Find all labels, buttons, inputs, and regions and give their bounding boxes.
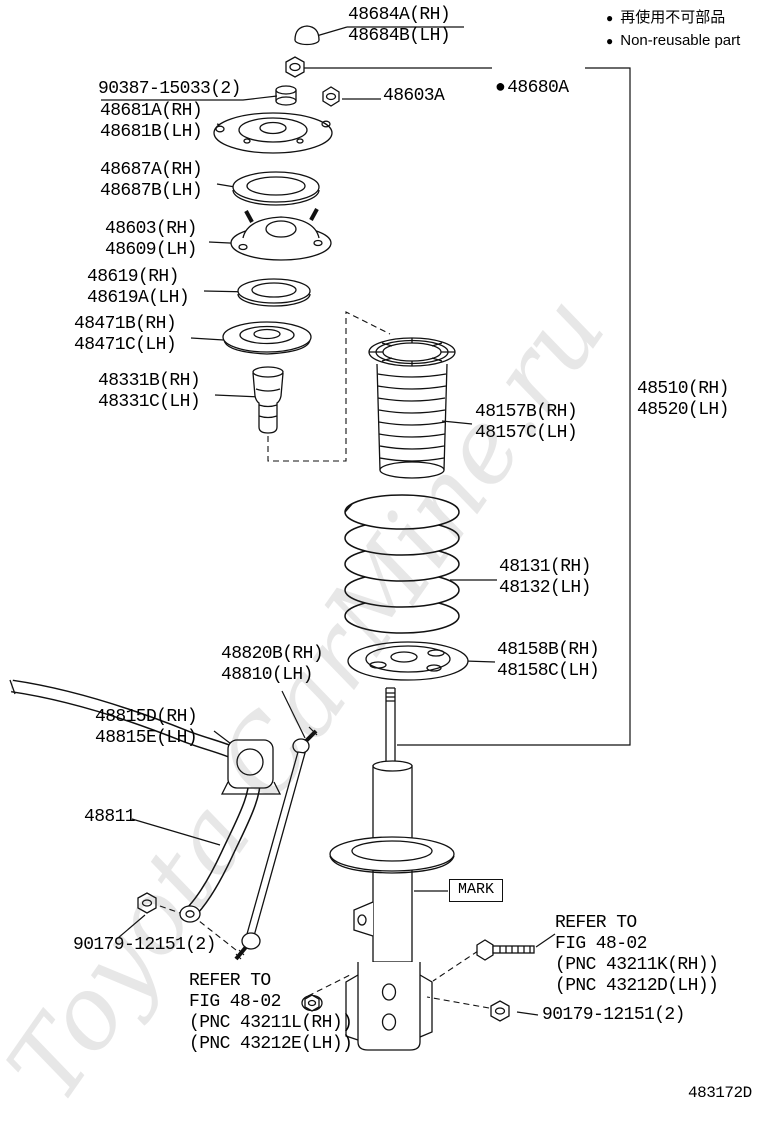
refer-note-left: REFER TO FIG 48-02 (PNC 43211L(RH)) (PNC… — [189, 971, 353, 1054]
bound-stopper-drawing — [252, 366, 284, 434]
part-number: 48680A — [507, 78, 569, 98]
dust-boot-drawing — [368, 337, 456, 479]
legend-row-en: ● Non-reusable part — [606, 29, 740, 52]
support-gasket-drawing — [232, 171, 320, 206]
knuckle-bolt-drawing — [476, 939, 535, 961]
part-label-stabilizer-bushing: 48815D(RH) 48815E(LH) — [95, 707, 198, 748]
part-label-dust-boot: 48157B(RH) 48157C(LH) — [475, 402, 578, 443]
part-label-strut-cap: 48684A(RH) 48684B(LH) — [348, 5, 451, 46]
part-label-nut-stabilizer: 90179-12151(2) — [73, 935, 216, 955]
suspension-support-drawing — [213, 112, 333, 154]
strut-lower-nut-drawing — [490, 1000, 510, 1022]
strut-cap-drawing — [294, 25, 320, 46]
washer-drawing — [275, 85, 297, 106]
support-nut-drawing — [285, 56, 305, 78]
part-label-support-nut: ●48680A — [495, 57, 569, 99]
legend: ● 再使用不可部品 ● Non-reusable part — [606, 6, 740, 52]
legend-jp-text: 再使用不可部品 — [620, 9, 726, 26]
figure-id: 483172D — [688, 1084, 752, 1102]
part-label-nut-48603a: 48603A — [383, 86, 445, 106]
spring-seat-lower-drawing — [347, 641, 469, 681]
legend-row-jp: ● 再使用不可部品 — [606, 6, 740, 29]
part-label-stabilizer-bar: 48811 — [84, 807, 136, 827]
non-reusable-dot-icon: ● — [606, 33, 614, 48]
support-sub-assy-drawing — [230, 208, 332, 261]
stabilizer-bushing-drawing — [220, 739, 282, 795]
non-reusable-dot-icon: ● — [495, 78, 506, 98]
part-label-support-sub-assy: 48603(RH) 48609(LH) — [105, 219, 197, 260]
part-label-suspension-support: 48681A(RH) 48681B(LH) — [100, 101, 203, 142]
part-label-spring-seat-upper: 48471B(RH) 48471C(LH) — [74, 314, 177, 355]
part-label-washer: 90387-15033(2) — [98, 79, 241, 99]
stabilizer-link-drawing — [234, 726, 318, 961]
stabilizer-nut-drawing — [137, 892, 157, 914]
knuckle-nut-drawing — [301, 994, 323, 1012]
bearing-drawing — [237, 278, 311, 307]
part-label-nut-strut-lower: 90179-12151(2) — [542, 1005, 685, 1025]
part-label-shock-absorber: 48510(RH) 48520(LH) — [637, 379, 729, 420]
part-label-bearing: 48619(RH) 48619A(LH) — [87, 267, 190, 308]
part-label-spring-seat-lower: 48158B(RH) 48158C(LH) — [497, 640, 600, 681]
legend-en-text: Non-reusable part — [620, 32, 741, 49]
part-label-support-gasket: 48687A(RH) 48687B(LH) — [100, 160, 203, 201]
shock-absorber-drawing — [329, 687, 455, 1051]
non-reusable-dot-icon: ● — [606, 10, 614, 25]
part-label-stabilizer-link: 48820B(RH) 48810(LH) — [221, 644, 324, 685]
part-label-coil-spring: 48131(RH) 48132(LH) — [499, 557, 591, 598]
mark-box: MARK — [449, 879, 504, 902]
refer-note-right: REFER TO FIG 48-02 (PNC 43211K(RH)) (PNC… — [555, 913, 719, 996]
spring-seat-upper-drawing — [222, 321, 312, 355]
nut-48603a-drawing — [322, 86, 340, 107]
shock-absorber-bracket-line — [397, 67, 631, 746]
coil-spring-drawing — [344, 494, 460, 634]
dashed-assembly-lines — [159, 311, 490, 1009]
part-label-bound-stopper: 48331B(RH) 48331C(LH) — [98, 371, 201, 412]
